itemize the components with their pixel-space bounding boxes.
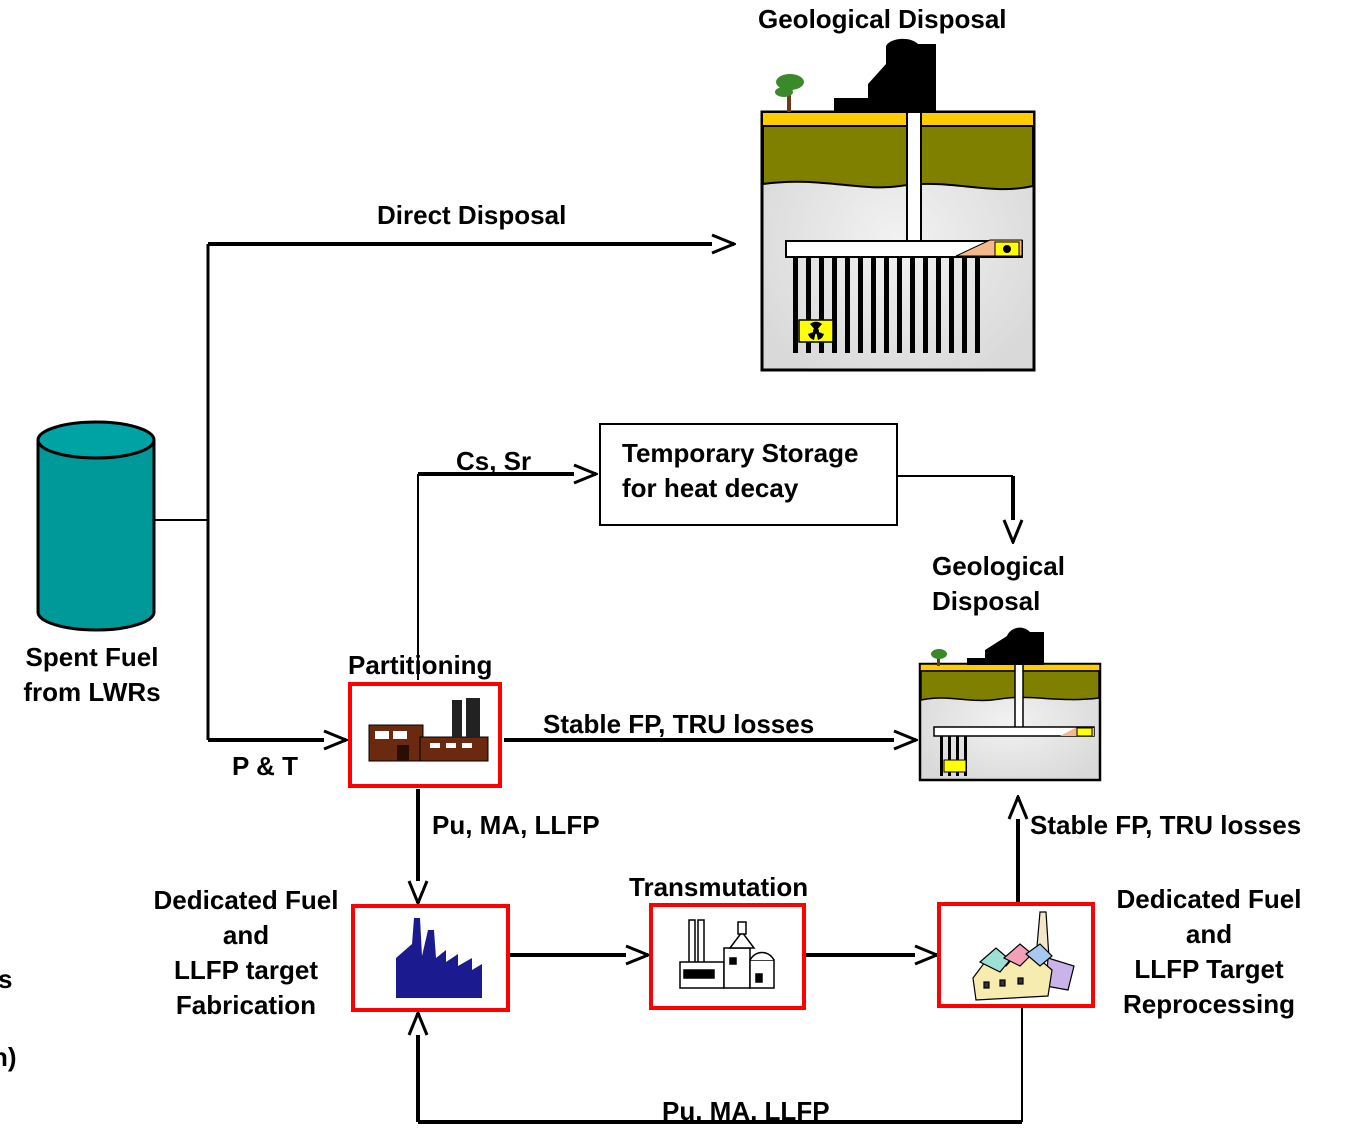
direct-disposal-label: Direct Disposal	[377, 200, 567, 230]
geological-disposal-small	[918, 627, 1102, 782]
geological-disposal-small-line-2: Disposal	[932, 586, 1041, 616]
reprocessing-line-1: Dedicated Fuel	[1116, 884, 1302, 914]
partitioning-label: Partitioning	[348, 650, 493, 680]
pu-ma-llfp-label-1: Pu, MA, LLFP	[432, 810, 600, 840]
fabrication-line-2: and	[222, 920, 270, 950]
stable-fp-label-2: Stable FP, TRU losses	[1030, 810, 1302, 840]
headframe-icon	[834, 38, 936, 112]
radiation-icon	[1076, 727, 1093, 737]
geological-disposal-small-label: Geological Disposal	[932, 549, 1065, 619]
partitioning-process	[348, 682, 502, 788]
tree-icon	[931, 649, 947, 666]
stable-fp-label-1: Stable FP, TRU losses	[543, 709, 815, 739]
fuel-cylinder-icon	[36, 420, 156, 632]
radiation-icon	[943, 759, 967, 773]
headframe-icon	[967, 627, 1044, 665]
geological-disposal-top-label: Geological Disposal	[758, 4, 1007, 34]
factory-icon	[396, 918, 482, 998]
spent-fuel-line-1: Spent Fuel	[25, 642, 159, 672]
power-plant-icon	[679, 919, 775, 989]
tree-icon	[775, 74, 804, 112]
reprocessing-plant-icon	[972, 911, 1075, 1001]
boreholes	[793, 257, 980, 353]
cut-off-text-2: n)	[0, 1042, 17, 1072]
temporary-storage-box	[599, 423, 898, 526]
radiation-icon	[994, 241, 1020, 257]
radiation-icon	[798, 319, 834, 343]
fabrication-line-4: Fabrication	[175, 990, 317, 1020]
reprocessing-process	[937, 902, 1095, 1008]
reprocessing-line-2: and	[1185, 919, 1233, 949]
temporary-storage-line-1: Temporary Storage	[622, 438, 859, 468]
cs-sr-label: Cs, Sr	[456, 446, 532, 476]
geological-disposal-large	[760, 38, 1036, 372]
transmutation-process	[649, 903, 806, 1010]
fabrication-line-3: LLFP target	[174, 955, 318, 985]
temporary-storage-line-2: for heat decay	[622, 473, 799, 503]
cut-off-text-1: s	[0, 964, 13, 994]
temporary-storage-label: Temporary Storage for heat decay	[622, 436, 858, 506]
reprocessing-line-4: Reprocessing	[1123, 989, 1295, 1019]
fabrication-line-1: Dedicated Fuel	[153, 885, 339, 915]
reprocessing-label: Dedicated Fuel and LLFP Target Reprocess…	[1102, 882, 1316, 1022]
pu-ma-llfp-label-2: Pu, MA, LLFP	[662, 1096, 830, 1126]
spent-fuel-line-2: from LWRs	[23, 677, 161, 707]
transmutation-label: Transmutation	[629, 872, 809, 902]
factory-icon	[368, 698, 489, 762]
spent-fuel-label: Spent Fuel from LWRs	[10, 640, 174, 710]
reprocessing-line-3: LLFP Target	[1134, 954, 1284, 984]
flow-lines	[154, 244, 1022, 1124]
fabrication-process	[351, 904, 510, 1012]
geological-disposal-small-line-1: Geological	[932, 551, 1065, 581]
p-and-t-label: P & T	[232, 751, 298, 781]
fabrication-label: Dedicated Fuel and LLFP target Fabricati…	[140, 883, 352, 1023]
